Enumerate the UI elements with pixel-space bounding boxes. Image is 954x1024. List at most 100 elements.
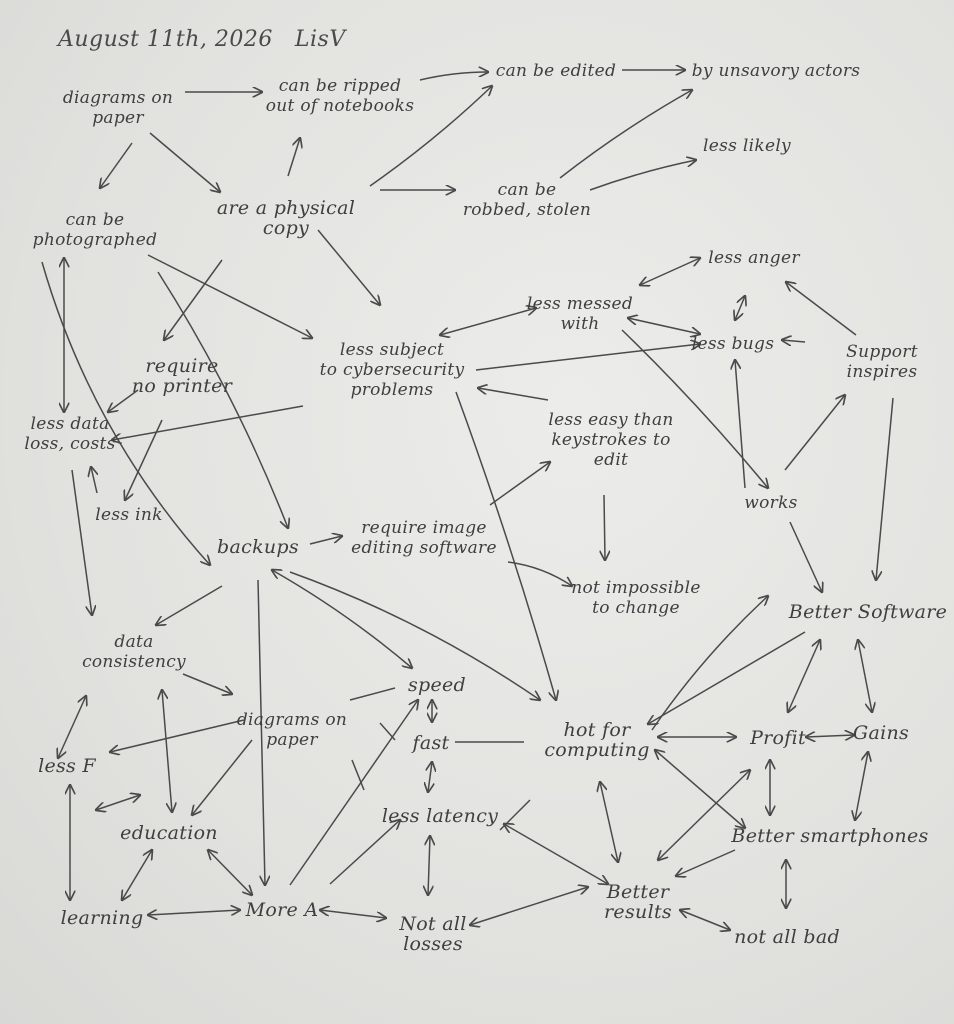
- node-fast: fast: [412, 732, 450, 754]
- arrow-edge: [257, 579, 265, 885]
- node-less-data-loss: less data loss, costs: [24, 414, 116, 454]
- node-better-smartphones: Better smartphones: [731, 825, 929, 847]
- arrow-edge: [162, 690, 172, 812]
- arrow-edge: [289, 700, 418, 886]
- arrow-edge: [621, 329, 768, 488]
- arrow-edge: [680, 910, 730, 930]
- arrow-edge: [96, 795, 140, 810]
- node-require-no-printer: require no printer: [131, 355, 233, 397]
- arrow-edge: [455, 391, 556, 700]
- arrow-edge: [125, 419, 163, 500]
- arrow-edge: [786, 282, 857, 336]
- arrow-edge: [147, 254, 312, 338]
- node-can-be-robbed: can be robbed, stolen: [462, 180, 592, 220]
- arrow-edge: [419, 72, 488, 81]
- node-works: works: [744, 493, 798, 513]
- node-better-software: Better Software: [788, 601, 948, 623]
- header-author: LisV: [294, 27, 346, 52]
- node-data-consistency: data consistency: [82, 632, 186, 672]
- arrow-edge: [589, 160, 696, 191]
- header-date: August 11th, 2026: [57, 27, 273, 52]
- arrow-edge: [317, 229, 380, 305]
- arrow-edge: [309, 536, 342, 545]
- arrow-edge: [164, 259, 223, 340]
- arrow-edge: [369, 86, 492, 187]
- arrow-edge: [504, 824, 608, 884]
- arrow-edge: [108, 389, 139, 412]
- arrow-edge: [182, 673, 232, 694]
- arrow-edge: [157, 271, 288, 528]
- arrow-edge: [648, 631, 806, 724]
- node-more-a: More A: [245, 899, 319, 921]
- node-less-anger: less anger: [708, 248, 800, 268]
- arrow-edge: [148, 910, 240, 915]
- node-gains: Gains: [852, 722, 910, 744]
- node-require-image-editing-software: require image editing software: [351, 518, 497, 558]
- node-less-subject-to-cybersecurity: less subject to cybersecurity problems: [319, 340, 465, 400]
- arrow-edge: [876, 397, 894, 580]
- arrow-edge: [470, 887, 588, 925]
- node-less-likely: less likely: [703, 136, 791, 156]
- node-less-f: less F: [38, 755, 96, 777]
- node-diagrams-on-paper-top: diagrams on paper: [62, 88, 174, 128]
- arrow-edge: [559, 90, 692, 179]
- node-can-be-photographed: can be photographed: [32, 210, 158, 250]
- arrow-edge: [156, 585, 223, 625]
- arrow-edge: [789, 521, 822, 592]
- arrow-edge: [149, 132, 220, 192]
- arrow-edge: [379, 722, 396, 741]
- arrow-edge: [320, 910, 386, 918]
- node-better-results: Better results: [604, 881, 672, 923]
- arrow-edge: [782, 340, 806, 342]
- node-support-inspires: Support inspires: [846, 342, 918, 382]
- arrow-edge: [440, 308, 536, 335]
- arrow-edge: [735, 296, 745, 320]
- arrow-edge: [858, 640, 872, 712]
- node-by-unsavory-actors: by unsavory actors: [691, 61, 861, 81]
- node-not-all-losses: Not all losses: [399, 913, 467, 955]
- arrow-edge: [329, 820, 400, 885]
- node-less-bugs: less bugs: [691, 334, 775, 354]
- arrow-edge: [112, 405, 304, 440]
- arrow-edge: [651, 596, 768, 731]
- arrow-edge: [91, 467, 97, 494]
- arrow-edge: [499, 799, 531, 831]
- node-learning: learning: [60, 907, 144, 929]
- page-header: August 11th, 2026 LisV: [28, 2, 368, 77]
- arrow-edge: [676, 849, 736, 876]
- arrow-edge: [735, 360, 746, 489]
- arrow-edge: [272, 570, 412, 668]
- arrow-edge: [428, 762, 432, 792]
- arrow-edge: [192, 739, 253, 815]
- node-less-messed-with: less messed with: [526, 294, 634, 334]
- arrow-edge: [208, 850, 252, 895]
- node-less-ink: less ink: [95, 505, 163, 525]
- arrow-edge: [289, 571, 540, 700]
- arrow-edge: [628, 318, 700, 334]
- arrow-edge: [58, 696, 86, 758]
- node-can-be-edited: can be edited: [495, 61, 617, 81]
- arrow-edge: [71, 469, 92, 615]
- node-backups: backups: [217, 536, 299, 558]
- arrow-edge: [475, 344, 700, 371]
- arrow-edge: [428, 836, 430, 895]
- arrow-edge: [478, 388, 549, 401]
- node-can-be-ripped: can be ripped out of notebooks: [265, 76, 415, 116]
- arrow-lines: [41, 70, 894, 930]
- arrow-edge: [788, 640, 820, 712]
- arrow-edge: [110, 719, 245, 752]
- node-less-latency: less latency: [381, 805, 499, 827]
- node-are-a-physical-copy: are a physical copy: [216, 197, 356, 239]
- arrow-edge: [349, 687, 396, 701]
- arrow-edge: [351, 759, 365, 791]
- node-hot-for-computing: hot for computing: [544, 719, 650, 761]
- node-speed: speed: [407, 674, 467, 696]
- arrow-edge: [855, 752, 868, 820]
- arrow-edge: [806, 735, 854, 737]
- node-diagrams-on-paper-mid: diagrams on paper: [236, 710, 348, 750]
- arrow-edge: [41, 261, 210, 565]
- node-profit: Profit: [750, 727, 806, 749]
